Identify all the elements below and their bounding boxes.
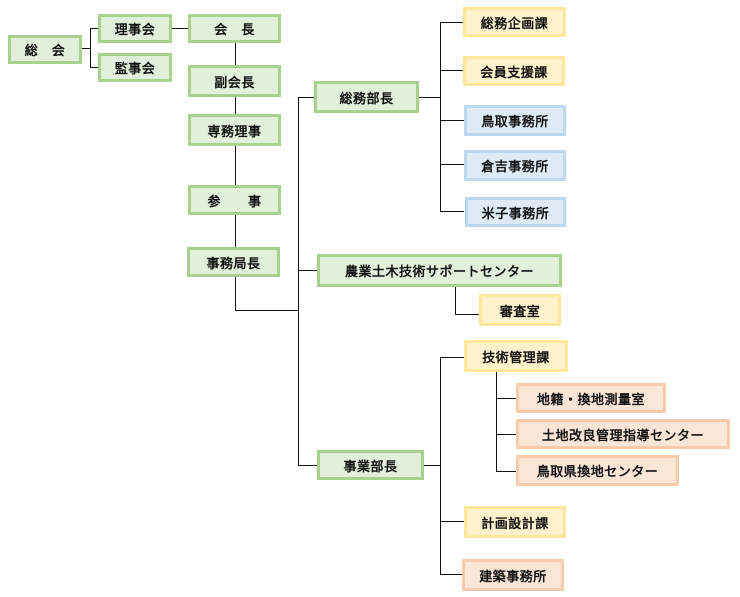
connector-line [496, 471, 516, 472]
connector-line [90, 28, 91, 68]
node-auditors: 監事会 [98, 53, 172, 82]
connector-line [455, 286, 456, 314]
connector-line [440, 521, 464, 522]
node-general-assembly: 総 会 [8, 35, 82, 64]
node-tottori-replotting-center: 鳥取県換地センター [516, 455, 679, 486]
node-planning-section: 総務企画課 [463, 7, 566, 37]
connector-line [235, 310, 299, 311]
connector-line [235, 276, 236, 310]
connector-line [298, 97, 299, 465]
connector-line [440, 22, 441, 212]
node-tottori-office: 鳥取事務所 [464, 105, 566, 136]
connector-line [418, 97, 440, 98]
node-president: 会 長 [188, 14, 281, 43]
node-operations-director: 事業部長 [317, 450, 424, 480]
node-tech-management-section: 技術管理課 [464, 340, 568, 372]
connector-line [496, 398, 516, 399]
node-review-office: 審査室 [479, 294, 561, 326]
node-design-section: 計画設計課 [464, 506, 566, 538]
node-vice-president: 副会長 [188, 65, 281, 97]
node-general-affairs-director: 総務部長 [314, 81, 419, 113]
node-board: 理事会 [98, 14, 172, 43]
connector-line [423, 465, 440, 466]
node-secretary-general: 事務局長 [187, 247, 280, 277]
connector-line [90, 28, 99, 29]
connector-line [496, 371, 497, 471]
node-yonago-office: 米子事務所 [465, 197, 566, 227]
node-kurayoshi-office: 倉吉事務所 [464, 150, 566, 181]
connector-line [455, 314, 480, 315]
connector-line [90, 67, 99, 68]
connector-line [440, 357, 464, 358]
connector-line [298, 465, 318, 466]
node-support-center: 農業土木技術サポートセンター [317, 254, 562, 287]
connector-line [440, 164, 464, 165]
node-construction-office: 建築事務所 [462, 559, 564, 591]
connector-line [440, 357, 441, 575]
connector-line [440, 70, 463, 71]
node-executive-director: 専務理事 [188, 114, 281, 146]
connector-line [171, 28, 189, 29]
connector-line [440, 22, 463, 23]
connector-line [298, 270, 318, 271]
connector-line [496, 434, 516, 435]
node-land-improvement-center: 土地改良管理指導センター [516, 419, 730, 449]
node-cadastral-office: 地籍・換地測量室 [516, 383, 666, 413]
connector-line [440, 211, 464, 212]
node-counselor: 参 事 [188, 185, 281, 215]
connector-line [298, 97, 314, 98]
connector-line [440, 120, 464, 121]
node-member-support-section: 会員支援課 [463, 56, 565, 86]
connector-line [440, 574, 462, 575]
connector-line [81, 48, 91, 49]
